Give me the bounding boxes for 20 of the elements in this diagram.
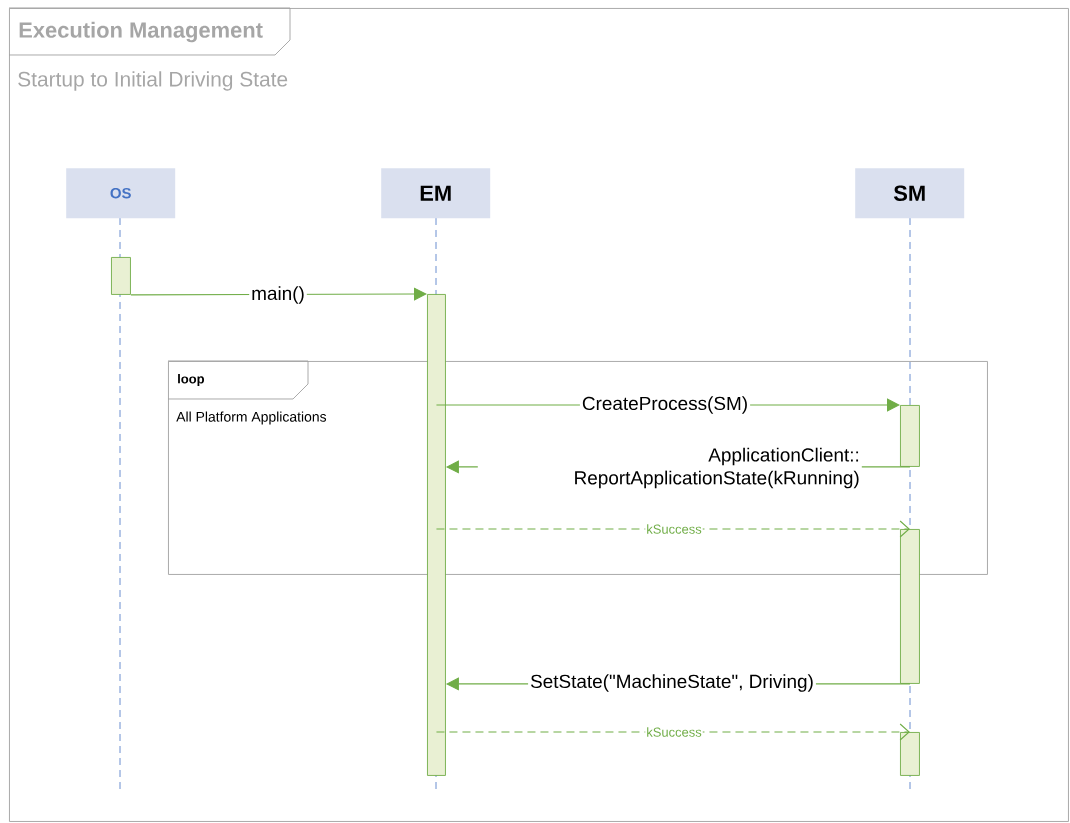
- activation-bar: [900, 529, 920, 684]
- frame-tab: Execution Management: [8, 7, 291, 56]
- edge-label: CreateProcess(SM): [579, 394, 751, 416]
- activation-bar: [900, 405, 920, 467]
- edge-label: kSuccess: [645, 523, 703, 535]
- activation-bar: [111, 257, 131, 295]
- lifeline-head: SM: [855, 168, 965, 219]
- fragment-caption: Startup to Initial Driving State: [18, 71, 288, 91]
- edge-label: kSuccess: [645, 726, 703, 738]
- edge-label: ApplicationClient:: ReportApplicationState(kRunning): [477, 445, 862, 491]
- edge-label: main(): [249, 284, 307, 306]
- activation-bar: [900, 732, 920, 776]
- lifeline-head: EM: [381, 168, 491, 219]
- activation-bar: [427, 294, 446, 776]
- lifeline-head: OS: [66, 168, 176, 219]
- return-arrow: [435, 723, 910, 741]
- fragment-caption: All Platform Applications: [176, 411, 327, 425]
- frame-tab: loop: [167, 360, 309, 400]
- return-arrow: [435, 520, 910, 538]
- edge-label: SetState("MachineState", Driving): [528, 672, 816, 694]
